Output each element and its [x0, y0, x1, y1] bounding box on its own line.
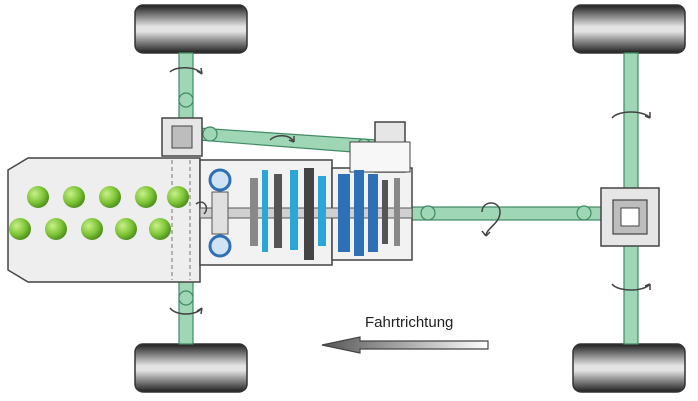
rotation-arrow-icon: [169, 67, 651, 315]
wheel-front-right: [134, 343, 248, 393]
front-differential: [161, 117, 203, 157]
direction-label: Fahrtrichtung: [365, 314, 454, 331]
engine-cylinders: [9, 186, 189, 240]
wheel-front-left: [134, 4, 248, 54]
rear-differential: [600, 187, 660, 247]
transmission: [199, 121, 413, 266]
wheel-rear-left: [572, 4, 686, 54]
front-half-shaft-bottom: [178, 271, 194, 345]
wheel-rear-right: [572, 343, 686, 393]
front-half-shaft-top: [178, 52, 194, 122]
engine-block: [7, 157, 201, 283]
direction-arrow-icon: [321, 336, 489, 354]
propeller-shaft: [411, 205, 608, 221]
